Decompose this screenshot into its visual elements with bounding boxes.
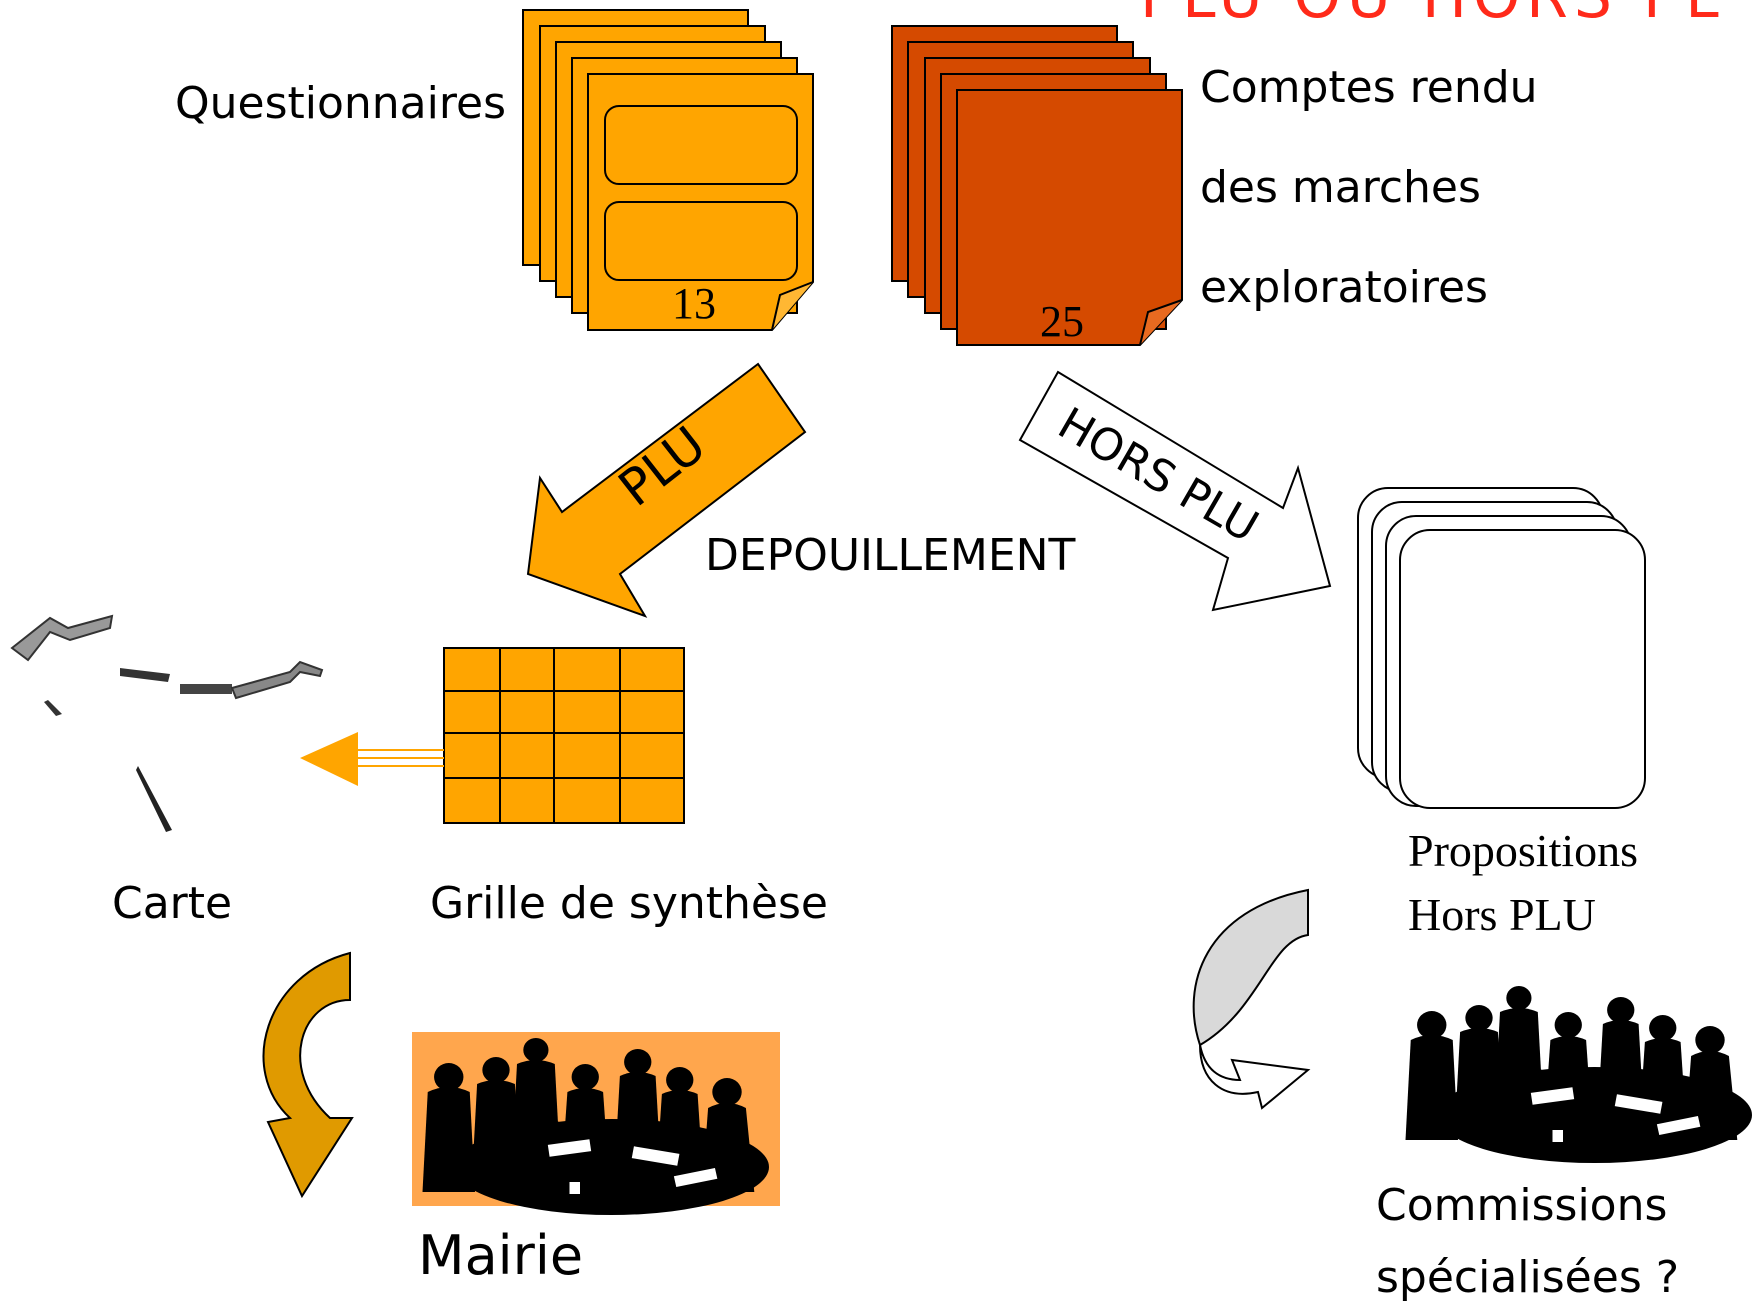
curved-arrow-mairie xyxy=(262,951,354,1199)
synthesis-grid xyxy=(443,647,685,824)
commissions-line1: Commissions xyxy=(1376,1180,1668,1231)
questionnaires-label: Questionnaires xyxy=(175,78,506,129)
curved-arrow-commissions xyxy=(1192,888,1311,1110)
title-fragment: PLU OU HORS PL xyxy=(1140,0,1725,32)
comptes-rendu-line2: des marches xyxy=(1200,162,1481,213)
grille-label: Grille de synthèse xyxy=(430,878,828,929)
grid-to-map-arrow xyxy=(300,732,444,786)
propositions-line1: Propositions xyxy=(1408,825,1639,876)
comptes-rendu-line3: exploratoires xyxy=(1200,262,1488,313)
comptes-rendu-count: 25 xyxy=(1040,297,1084,346)
propositions-line2: Hors PLU xyxy=(1408,889,1596,940)
plu-arrow xyxy=(526,362,807,618)
mairie-label: Mairie xyxy=(418,1224,584,1287)
carte-label: Carte xyxy=(112,878,233,929)
depouillement-label: DEPOUILLEMENT xyxy=(705,530,1076,581)
hors-plu-arrow xyxy=(1018,370,1332,612)
commissions-meeting-image xyxy=(1395,980,1756,1163)
questionnaires-count: 13 xyxy=(672,279,716,328)
mairie-meeting-image xyxy=(412,1032,780,1215)
comptes-rendu-stack xyxy=(891,25,1183,346)
map-fragment xyxy=(10,614,324,832)
propositions-stack xyxy=(1357,487,1646,809)
comptes-rendu-line1: Comptes rendu xyxy=(1200,62,1538,113)
questionnaires-stack xyxy=(522,9,814,331)
commissions-line2: spécialisées ? xyxy=(1376,1252,1680,1303)
